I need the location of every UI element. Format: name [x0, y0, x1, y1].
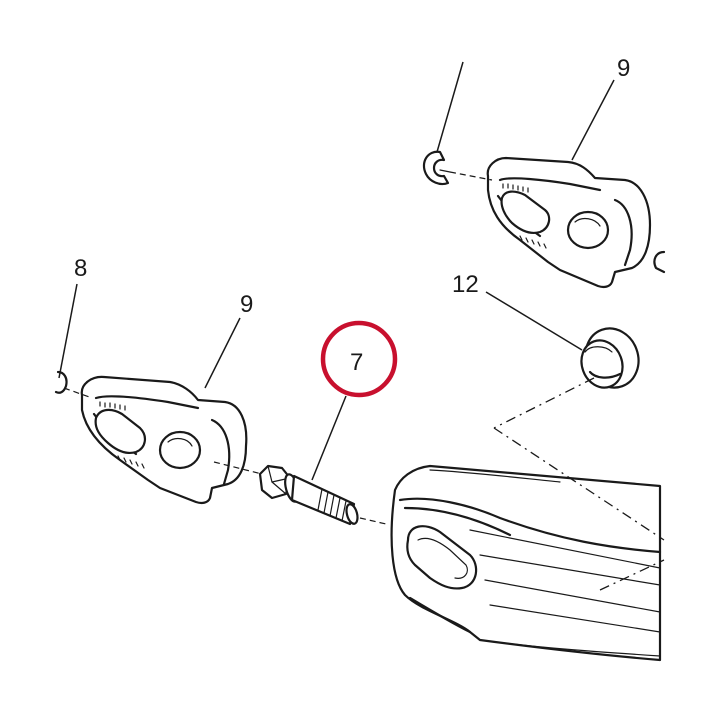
axis-line-adjuster-to-bolt — [213, 461, 263, 475]
callout-12: 12 — [452, 271, 479, 298]
callout-9-left: 9 — [240, 291, 253, 318]
chain-adjuster-right — [486, 156, 652, 289]
e-clip-right-partial — [653, 250, 666, 274]
callout-7: 7 — [350, 349, 363, 376]
chain-adjuster-left — [80, 375, 248, 505]
e-clip-top — [422, 150, 451, 186]
leader-line-8 — [58, 283, 78, 379]
leader-line-12 — [485, 291, 583, 351]
callout-9-top: 9 — [617, 55, 630, 82]
axle-bolt — [258, 464, 359, 526]
leader-line-left-9 — [204, 317, 241, 389]
highlight-circle — [320, 320, 398, 398]
centerline-diagonal — [493, 377, 595, 429]
e-clip-left-partial — [54, 370, 68, 394]
axle-cap — [580, 327, 640, 389]
axis-line-top — [449, 171, 493, 181]
axis-line-bolt-to-swingarm — [359, 517, 387, 525]
centerline-to-swingarm — [493, 427, 665, 541]
swingarm — [390, 464, 662, 662]
leader-line-7 — [311, 395, 347, 481]
leader-line-top-clip — [436, 61, 464, 153]
leader-line-top-9 — [571, 79, 615, 161]
axis-line-left — [63, 387, 93, 399]
callout-8: 8 — [74, 255, 87, 282]
